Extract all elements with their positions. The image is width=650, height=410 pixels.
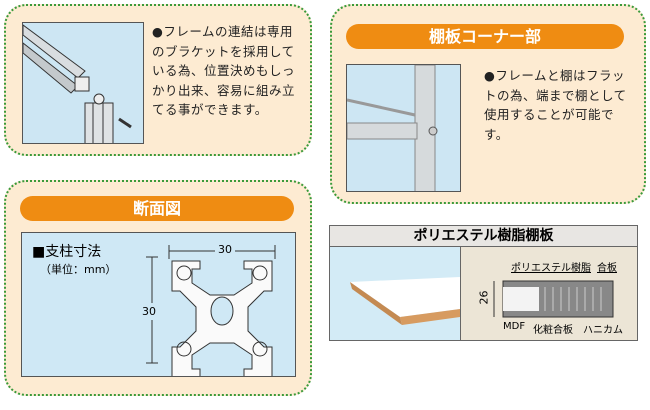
polyester-shelf-panel: ポリエステル樹脂棚板 ポリエステル樹脂 合板 26 MDF 化粧合板 ハニカム <box>329 225 638 341</box>
width-dimension: 30 <box>215 243 235 256</box>
board-drawing <box>350 277 460 325</box>
resin-label: ポリエステル樹脂 <box>511 263 591 274</box>
profile-drawing <box>146 245 276 376</box>
bracket-illustration <box>22 22 144 144</box>
layer-drawing <box>493 280 614 318</box>
post-dimensions-label: ■支柱寸法 <box>32 244 102 260</box>
honeycomb-label: ハニカム <box>583 325 623 336</box>
mdf-label: MDF <box>503 321 526 332</box>
frame-connection-panel: ●フレームの連結は専用のブラケットを採用している為、位置決めもしっかり出来、容易… <box>4 4 312 156</box>
shelf-corner-text: ●フレームと棚はフラットの為、端まで棚として使用することが可能です。 <box>484 68 627 142</box>
shelf-corner-panel: 棚板コーナー部 ●フレームと棚はフラットの為、端まで棚として使用することが可能で… <box>330 4 646 204</box>
cross-section-panel: 断面図 ■支柱寸法 （単位：mm） 30 30 <box>4 180 312 396</box>
shelf-corner-title: 棚板コーナー部 <box>346 24 624 49</box>
decor-plywood-label: 化粧合板 <box>533 325 573 336</box>
polyester-shelf-title: ポリエステル樹脂棚板 <box>330 226 637 247</box>
frame-connection-text: ●フレームの連結は専用のブラケットを採用している為、位置決めもしっかり出来、容易… <box>152 24 296 117</box>
bracket-drawing <box>23 24 132 143</box>
cross-section-diagram: ■支柱寸法 （単位：mm） 30 30 <box>21 232 296 377</box>
shelf-layer-diagram: ポリエステル樹脂 合板 26 MDF 化粧合板 ハニカム <box>461 247 637 340</box>
height-dimension: 30 <box>142 303 156 320</box>
corner-drawing <box>347 65 438 191</box>
plywood-label: 合板 <box>597 263 617 274</box>
thickness-label: 26 <box>477 290 491 305</box>
cross-section-title: 断面図 <box>20 196 294 221</box>
shelf-corner-photo <box>346 64 461 192</box>
shelf-board-photo <box>330 247 461 340</box>
unit-label: （単位：mm） <box>40 263 117 276</box>
